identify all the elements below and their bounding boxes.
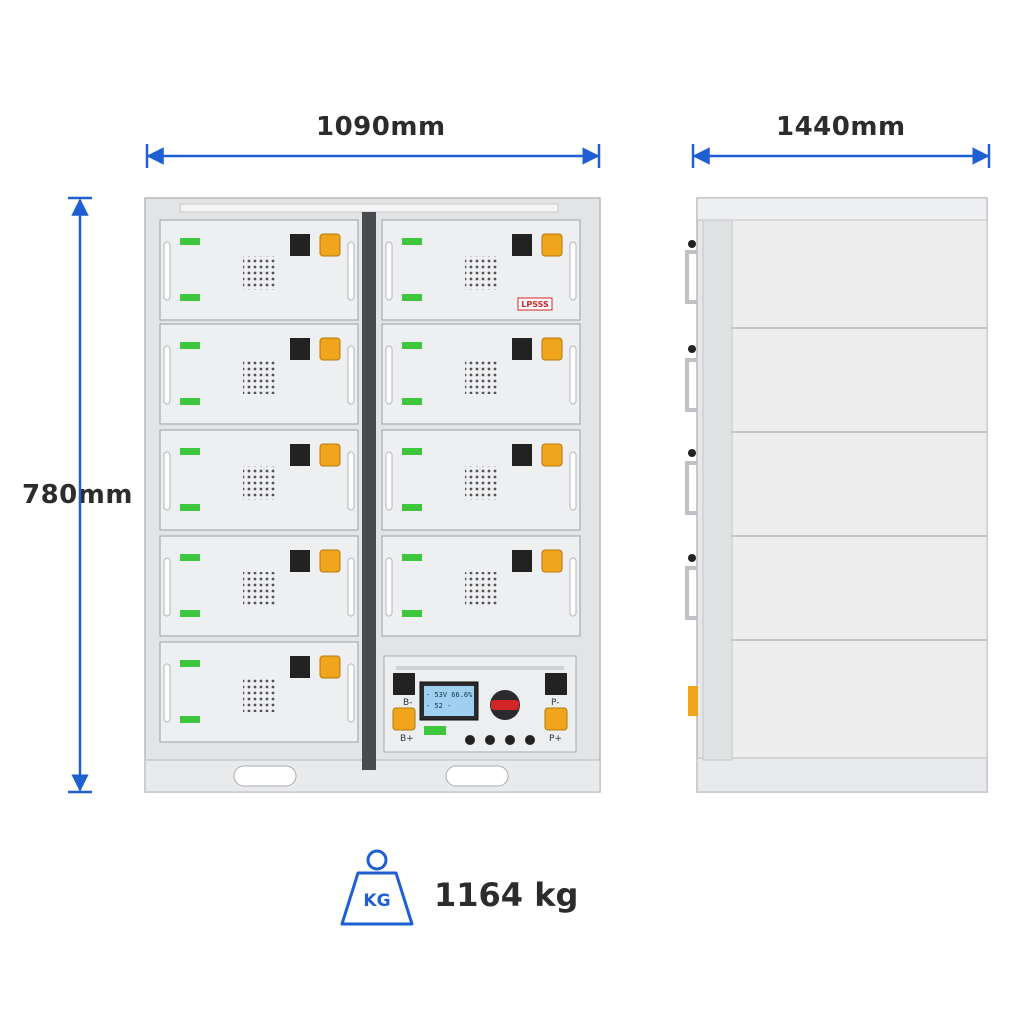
green-indicator — [402, 238, 422, 245]
orange-connector — [319, 655, 341, 679]
black-connector — [512, 338, 532, 360]
fan-grille-icon — [243, 360, 277, 394]
orange-connector — [319, 233, 341, 257]
black-connector — [290, 338, 310, 360]
module-handle[interactable] — [163, 241, 171, 301]
fan-grille-icon — [243, 256, 277, 290]
side-connector — [688, 686, 698, 716]
fan-grille-icon — [465, 572, 499, 606]
green-indicator — [180, 660, 200, 667]
green-indicator — [402, 554, 422, 561]
green-indicator — [180, 554, 200, 561]
module-handle[interactable] — [163, 663, 171, 723]
green-indicator — [180, 398, 200, 405]
module-handle[interactable] — [385, 241, 393, 301]
bms-b-minus-label: B- — [403, 698, 412, 708]
brand-badge — [517, 297, 553, 311]
orange-connector — [541, 337, 563, 361]
module-handle[interactable] — [163, 345, 171, 405]
rotary-switch-icon[interactable] — [490, 690, 520, 720]
green-indicator — [180, 504, 200, 511]
black-connector — [290, 234, 310, 256]
fan-grille-icon — [465, 360, 499, 394]
bms-p-plus-label: P+ — [549, 734, 562, 744]
orange-connector — [541, 549, 563, 573]
module-handle[interactable] — [163, 451, 171, 511]
green-indicator — [180, 448, 200, 455]
module-handle[interactable] — [385, 557, 393, 617]
black-connector — [512, 550, 532, 572]
module-handle[interactable] — [569, 451, 577, 511]
black-connector — [290, 550, 310, 572]
fan-grille-icon — [465, 466, 499, 500]
green-indicator — [180, 610, 200, 617]
weight-label: 1164 kg — [434, 876, 579, 914]
black-connector — [512, 444, 532, 466]
side-handle[interactable] — [685, 554, 697, 620]
side-view-cabinet — [685, 197, 988, 793]
module-handle[interactable] — [569, 241, 577, 301]
center-rail — [362, 212, 376, 770]
front-view-cabinet: LPSSS B- B+ - 53V 66.6% - 52 - — [144, 197, 601, 793]
port-row — [465, 735, 535, 745]
width-dimension-label: 1090mm — [316, 112, 446, 142]
orange-connector — [541, 233, 563, 257]
depth-dimension-label: 1440mm — [776, 112, 906, 142]
green-indicator — [180, 294, 200, 301]
bms-display-line2: - 52 - — [426, 702, 451, 710]
weight-icon-text: KG — [363, 891, 390, 911]
module-handle[interactable] — [569, 557, 577, 617]
module-handle[interactable] — [347, 557, 355, 617]
bms-control-box: B- B+ - 53V 66.6% - 52 - P- P+ — [383, 655, 577, 753]
module-handle[interactable] — [385, 345, 393, 405]
green-indicator — [402, 342, 422, 349]
bms-display — [424, 686, 474, 716]
orange-connector — [319, 443, 341, 467]
orange-connector — [319, 337, 341, 361]
height-dimension-line — [68, 196, 92, 794]
weight-icon: KG — [340, 849, 414, 926]
fan-grille-icon — [465, 256, 499, 290]
module-handle[interactable] — [385, 451, 393, 511]
black-connector — [290, 444, 310, 466]
fan-grille-icon — [243, 678, 277, 712]
depth-dimension-line — [691, 144, 991, 168]
bms-p-minus-label: P- — [551, 698, 559, 708]
fan-grille-icon — [243, 572, 277, 606]
green-indicator — [402, 398, 422, 405]
module-handle[interactable] — [347, 451, 355, 511]
module-handle[interactable] — [347, 345, 355, 405]
green-indicator — [402, 504, 422, 511]
green-indicator — [402, 610, 422, 617]
fan-grille-icon — [243, 466, 277, 500]
green-indicator — [402, 294, 422, 301]
module-handle[interactable] — [347, 663, 355, 723]
black-connector — [512, 234, 532, 256]
bms-b-plus-label: B+ — [400, 734, 414, 744]
width-dimension-line — [145, 144, 601, 168]
green-indicator — [180, 716, 200, 723]
brand-badge-text: LPSSS — [521, 300, 549, 309]
green-indicator — [180, 342, 200, 349]
orange-connector — [319, 549, 341, 573]
side-handle[interactable] — [685, 240, 697, 304]
module-handle[interactable] — [569, 345, 577, 405]
black-connector — [290, 656, 310, 678]
module-handle[interactable] — [163, 557, 171, 617]
green-indicator — [180, 238, 200, 245]
bms-display-line1: - 53V 66.6% — [426, 691, 473, 699]
orange-connector — [541, 443, 563, 467]
green-indicator — [402, 448, 422, 455]
side-handle[interactable] — [685, 449, 697, 515]
module-handle[interactable] — [347, 241, 355, 301]
side-handle[interactable] — [685, 345, 697, 412]
